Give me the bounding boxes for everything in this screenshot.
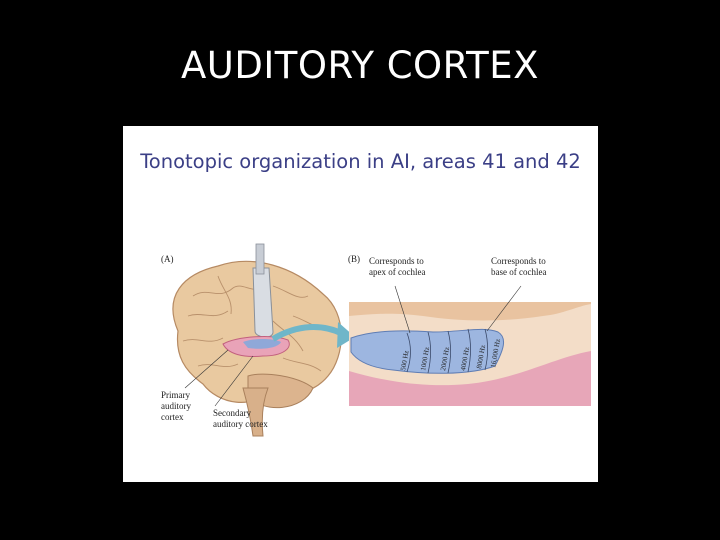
base-line-1: Corresponds to [491, 256, 546, 266]
panel-b-label: (B) [348, 254, 360, 264]
apex-label: Corresponds to apex of cochlea [369, 256, 426, 277]
primary-line-2: auditory [161, 401, 191, 411]
slide-title: AUDITORY CORTEX [0, 44, 720, 87]
cortex-section: 500 Hz 1000 Hz 2000 Hz 4000 Hz 8000 Hz 1… [349, 302, 591, 406]
brain-illustration [173, 244, 341, 436]
panel-a-label: (A) [161, 254, 174, 264]
apex-line-1: Corresponds to [369, 256, 424, 266]
primary-auditory-label: Primary auditory cortex [161, 390, 193, 422]
tonotopy-diagram: (A) (B) [123, 126, 598, 482]
primary-line-1: Primary [161, 390, 190, 400]
secondary-line-2: auditory cortex [213, 419, 268, 429]
secondary-line-1: Secondary [213, 408, 251, 418]
apex-line-2: apex of cochlea [369, 267, 425, 277]
primary-line-3: cortex [161, 412, 184, 422]
figure-panel: Tonotopic organization in AI, areas 41 a… [123, 126, 598, 482]
base-label: Corresponds to base of cochlea [491, 256, 548, 277]
base-line-2: base of cochlea [491, 267, 546, 277]
